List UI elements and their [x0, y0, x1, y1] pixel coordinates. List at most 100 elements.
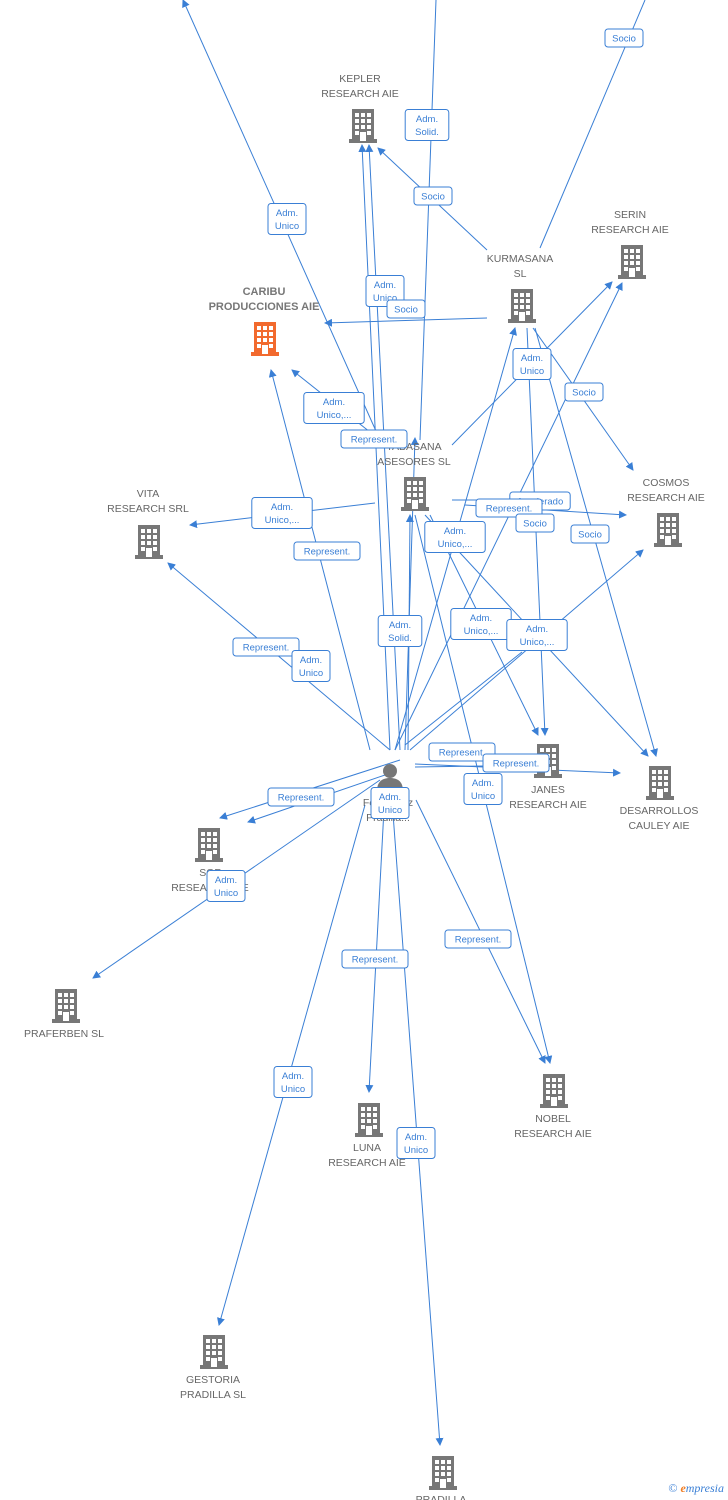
relation-label-text: Unico,... [265, 515, 300, 526]
relation-label-text: Unico [404, 1145, 428, 1156]
relation-label[interactable]: Socio [515, 513, 555, 533]
node-label: GESTORIA [186, 1374, 240, 1386]
relation-label-text: Unico [378, 805, 402, 816]
relation-label[interactable]: Adm.Unico [267, 203, 307, 235]
relation-label-text: Adm. [215, 875, 237, 886]
node-label: RESEARCH AIE [514, 1128, 592, 1140]
relation-label[interactable]: Adm. Solid. [377, 615, 423, 647]
relation-label-text: Represent. [493, 759, 539, 770]
relation-label-box [341, 949, 409, 969]
relation-label-text: Socio [612, 34, 636, 45]
relation-label[interactable]: Adm.Unico [365, 275, 405, 307]
relation-label-box [444, 929, 512, 949]
node-praferben[interactable]: PRAFERBEN SL [24, 989, 104, 1040]
person-icon [377, 764, 403, 791]
relation-label-box [273, 1066, 313, 1098]
node-label: RESEARCH SRL [107, 503, 189, 515]
relation-label-box [482, 753, 550, 773]
relation-label[interactable]: Adm.Unico,... [303, 392, 365, 424]
relation-label-box [267, 203, 307, 235]
relation-label-text: Adm. [472, 778, 494, 789]
relation-label[interactable]: Represent. [444, 929, 512, 949]
brand-footer[interactable]: ©empresia [668, 1481, 724, 1496]
relation-label-box [506, 619, 568, 651]
connection-line [391, 799, 444, 1446]
node-label: KURMASANA [487, 253, 554, 265]
relation-label-box [396, 1127, 436, 1159]
node-pradilla[interactable]: PRADILLA [416, 1456, 467, 1500]
node-nobel[interactable]: NOBEL RESEARCH AIE [514, 1074, 592, 1140]
relation-label-box [377, 615, 423, 647]
node-label: RESEARCH AIE [591, 224, 669, 236]
relation-label[interactable]: Adm.Unico,... [424, 521, 486, 553]
node-label: NOBEL [535, 1113, 571, 1125]
relation-label[interactable]: Represent. [475, 498, 543, 518]
relation-label[interactable]: Represent. [340, 429, 408, 449]
relation-label-box [386, 299, 426, 319]
building-icon [135, 525, 163, 559]
relation-label-text: Adm. [470, 613, 492, 624]
relation-label-text: Unico,... [438, 539, 473, 550]
node-label: SL [514, 268, 527, 280]
relation-label[interactable]: Represent. [341, 949, 409, 969]
relation-label[interactable]: Socio [386, 299, 426, 319]
relation-label[interactable]: Adm.Unico,... [450, 608, 512, 640]
relation-label[interactable]: Adm.Unico [291, 650, 331, 682]
relation-label[interactable]: Adm.Unico,... [251, 497, 313, 529]
relation-label[interactable]: Represent. [428, 742, 496, 762]
relation-label[interactable]: Adm.Unico [273, 1066, 313, 1098]
relation-label-text: Unico [214, 888, 238, 899]
relation-label[interactable]: Represent. [482, 753, 550, 773]
relation-label[interactable]: Socio [413, 186, 453, 206]
node-label: RESEARCH AIE [321, 88, 399, 100]
relation-label[interactable]: Adm. Unico [370, 787, 410, 819]
relation-label-box [291, 650, 331, 682]
relation-label-box [267, 787, 335, 807]
connection-line [217, 804, 366, 1326]
relation-label[interactable]: Represent. [293, 541, 361, 561]
relation-label-text: Solid. [388, 633, 412, 644]
relation-label-text: Adm. [526, 624, 548, 635]
relation-label-text: Adm. [379, 792, 401, 803]
node-label: CAULEY AIE [628, 820, 689, 832]
relation-label[interactable]: Socio [570, 524, 610, 544]
node-label: RESEARCH AIE [627, 492, 705, 504]
node-kurmasana[interactable]: KURMASANA SL [487, 253, 554, 323]
relation-label-text: Represent. [455, 935, 501, 946]
relation-label-text: Unico [471, 791, 495, 802]
relation-label-box [365, 275, 405, 307]
relation-label[interactable]: Socio [564, 382, 604, 402]
relation-label[interactable]: Adm.Unico,... [506, 619, 568, 651]
relation-label-text: Adm. [389, 620, 411, 631]
relation-label[interactable]: Adm.Solid. [404, 109, 450, 141]
node-label: RESEARCH AIE [328, 1157, 406, 1169]
relation-label-box [475, 498, 543, 518]
relation-label-text: Represent. [486, 504, 532, 515]
relation-label[interactable]: Adm. Unico [206, 870, 246, 902]
relation-label[interactable]: Socio [604, 28, 644, 48]
relation-label-text: Adm. [276, 208, 298, 219]
node-label: PRADILLA SL [180, 1389, 246, 1401]
relation-label-box [564, 382, 604, 402]
relation-label[interactable]: Adm. Unico [463, 773, 503, 805]
node-gestoria[interactable]: GESTORIA PRADILLA SL [180, 1335, 246, 1401]
building-icon [429, 1456, 457, 1490]
relation-label-box [251, 497, 313, 529]
relation-label[interactable]: Adm.Unico [512, 348, 552, 380]
relation-label-text: Socio [523, 519, 547, 530]
relation-label[interactable]: Adm.Unico [396, 1127, 436, 1159]
relation-label-text: Represent. [243, 643, 289, 654]
relation-label[interactable]: Represent. [267, 787, 335, 807]
relation-label-box [424, 521, 486, 553]
relation-label[interactable]: Represent. [232, 637, 300, 657]
relation-label-box [340, 429, 408, 449]
node-label: ASESORES SL [377, 456, 451, 468]
